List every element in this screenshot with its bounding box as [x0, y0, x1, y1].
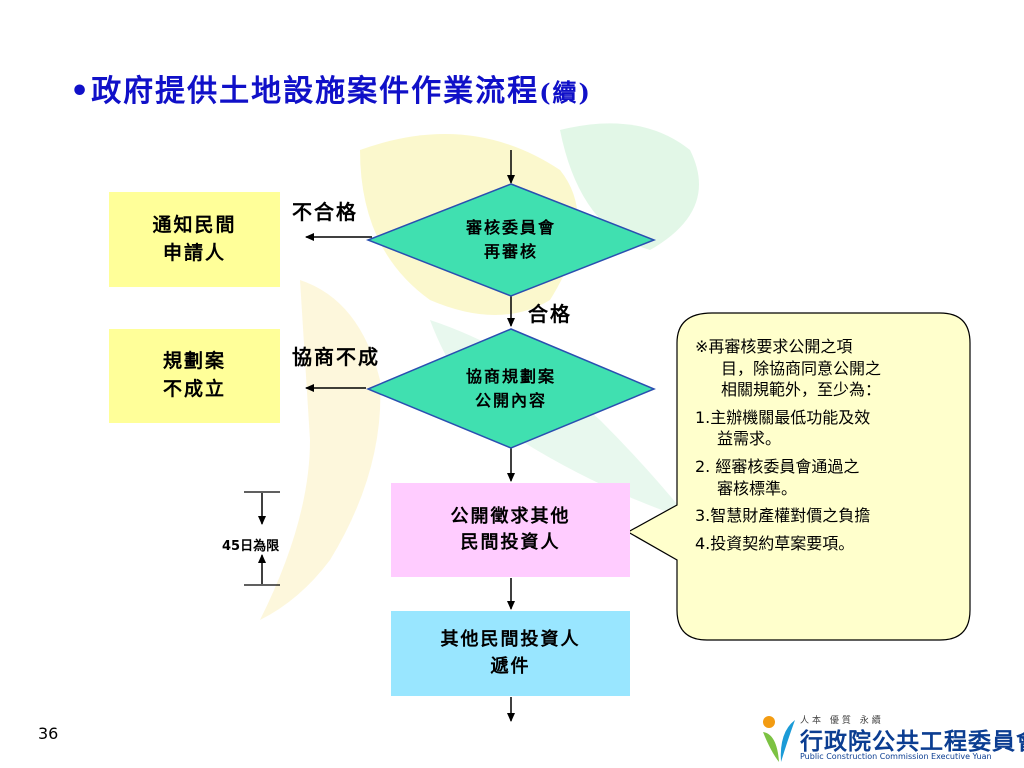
title-bullet: •	[70, 74, 92, 109]
diamond-committee-review-shape	[365, 183, 657, 297]
note-item-2-line1: 2. 經審核委員會通過之	[695, 456, 860, 476]
box-notify-applicant-line2: 申請人	[162, 241, 226, 264]
box-notify-applicant-line1: 通知民間	[152, 213, 237, 236]
note-item-4-line1: 4.投資契約草案要項。	[695, 533, 855, 553]
note-item-3: 3.智慧財產權對價之負擔	[695, 505, 960, 527]
note-mark: ※	[695, 337, 709, 356]
note-intro-line2: 目，除協商同意公開之	[721, 358, 882, 378]
note-item-3-line1: 3.智慧財產權對價之負擔	[695, 506, 871, 526]
diamond-committee-review-line2: 再審核	[483, 242, 538, 261]
diamond-negotiate-plan-line2: 公開內容	[474, 391, 547, 410]
note-intro-line1: ※再審核要求公開之項	[695, 337, 853, 356]
diamond-negotiate-plan-shape	[366, 328, 656, 449]
box-other-investors-submit-line1: 其他民間投資人	[440, 629, 581, 651]
logo-english: Public Construction Commission Executive…	[800, 752, 992, 761]
label-negotiation-failed: 協商不成	[292, 345, 380, 369]
logo-name: 行政院公共工程委員會	[800, 729, 1024, 755]
box-public-solicit: 公開徵求其他 民間投資人	[391, 483, 630, 577]
note-intro-line3: 相關規範外，至少為：	[721, 380, 882, 400]
box-other-investors-submit-line2: 遞件	[490, 655, 531, 677]
title-text: 政府提供土地設施案件作業流程	[91, 74, 540, 109]
note-item-1: 1.主辦機關最低功能及效 益需求。	[695, 407, 960, 450]
box-plan-not-established-line1: 規劃案	[162, 350, 226, 373]
page-number: 36	[38, 724, 59, 743]
label-days-limit: 45日為限	[222, 539, 280, 554]
title-suffix: (續)	[539, 78, 592, 107]
box-notify-applicant: 通知民間 申請人	[109, 192, 280, 287]
label-pass: 合格	[528, 302, 572, 326]
box-plan-not-established-line2: 不成立	[162, 378, 226, 400]
diamond-committee-review: 審核委員會 再審核	[411, 204, 611, 276]
diamond-committee-review-line1: 審核委員會	[465, 218, 556, 237]
box-plan-not-established: 規劃案 不成立	[109, 329, 280, 423]
note-callout-shape	[626, 312, 971, 641]
note-item-1-line2: 益需求。	[717, 429, 782, 449]
box-public-solicit-line1: 公開徵求其他	[450, 505, 571, 527]
diamond-negotiate-plan: 協商規劃案 公開內容	[411, 352, 611, 426]
note-item-2-line2: 審核標準。	[717, 478, 798, 498]
slide-title: •政府提供土地設施案件作業流程(續)	[70, 66, 592, 110]
note-item-1-line1: 1.主辦機關最低功能及效	[695, 407, 871, 427]
diamond-negotiate-plan-line1: 協商規劃案	[465, 367, 556, 386]
label-fail: 不合格	[292, 200, 358, 224]
logo-slogan: 人本 優質 永續	[800, 716, 884, 726]
box-public-solicit-line2: 民間投資人	[460, 532, 561, 553]
box-other-investors-submit: 其他民間投資人 遞件	[391, 611, 630, 696]
note-item-2: 2. 經審核委員會通過之 審核標準。	[695, 456, 960, 499]
note-item-4: 4.投資契約草案要項。	[695, 533, 960, 555]
logo-mark-icon	[763, 716, 795, 762]
note-callout: ※再審核要求公開之項 目，除協商同意公開之 相關規範外，至少為： 1.主辦機關最…	[695, 336, 960, 554]
